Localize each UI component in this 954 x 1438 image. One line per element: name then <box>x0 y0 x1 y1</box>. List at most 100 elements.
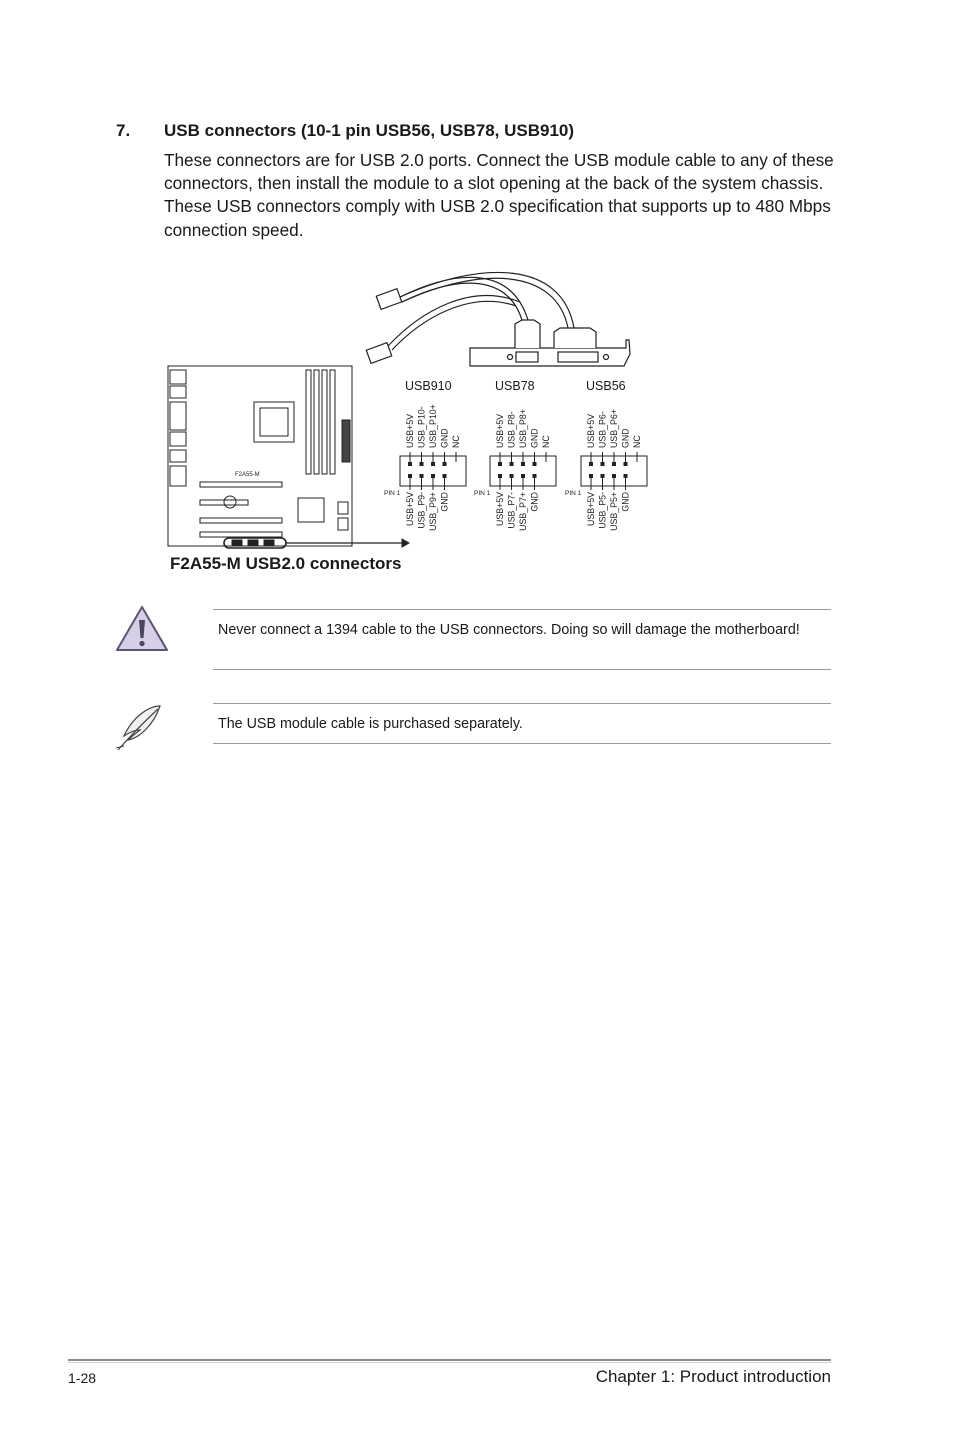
pin-label-bottom: GND <box>530 492 540 512</box>
pin-label-bottom: USB_P5- <box>598 492 608 529</box>
pin-top <box>509 462 514 466</box>
header-name: USB910 <box>405 379 452 393</box>
pin-label-bottom: USB+5V <box>495 492 505 526</box>
pin-bottom <box>521 474 525 478</box>
dimm-slot-4 <box>329 369 336 475</box>
warning-text: Never connect a 1394 cable to the USB co… <box>218 622 800 638</box>
pcie-slot-1 <box>199 481 283 488</box>
bracket-usb-plug-1 <box>514 319 541 348</box>
io-port-5 <box>169 449 187 463</box>
note-top-rule <box>213 703 831 704</box>
pin-bottom <box>419 474 424 478</box>
io-port-2 <box>169 385 187 399</box>
pin-label-top: USB_P8+ <box>518 409 528 448</box>
pin-top <box>600 462 605 466</box>
pin-label-bottom: USB_P5+ <box>609 492 619 531</box>
section-title: USB connectors (10-1 pin USB56, USB78, U… <box>164 121 575 140</box>
pcie-slot-4 <box>199 531 283 538</box>
pin-label-bottom: USB_P7+ <box>518 492 528 531</box>
note-text: The USB module cable is purchased separa… <box>218 716 523 732</box>
dimm-slot-1 <box>305 369 312 475</box>
pin-top <box>419 462 424 466</box>
pin-label-top: GND <box>440 428 450 448</box>
motherboard-outline <box>167 365 353 547</box>
pin-top <box>612 462 616 466</box>
pin-label-bottom: USB_P9- <box>417 492 427 529</box>
pin-label-bottom: USB+5V <box>405 492 415 526</box>
usb-header-mini-3 <box>263 539 275 546</box>
bracket-port-right <box>557 351 599 363</box>
bracket-screw-right <box>602 353 610 361</box>
io-port-3 <box>169 401 187 431</box>
cable-b-inner <box>401 277 569 329</box>
pin1-label: PIN 1 <box>565 490 582 497</box>
cable-c <box>387 294 521 347</box>
pin-bottom <box>408 474 412 478</box>
pin-bottom <box>431 474 435 478</box>
warning-bottom-rule <box>213 669 831 670</box>
pin1-label: PIN 1 <box>384 490 401 497</box>
io-port-4 <box>169 431 187 447</box>
pin1-label: PIN 1 <box>474 490 491 497</box>
pin-bottom <box>498 474 502 478</box>
section-number: 7. <box>116 121 131 140</box>
pin-label-top: GND <box>621 428 631 448</box>
usb-header-mini-2 <box>247 539 259 546</box>
motherboard <box>167 365 411 549</box>
pin-label-top: NC <box>632 435 642 448</box>
sata-2 <box>337 517 349 531</box>
note-bottom-rule <box>213 743 831 744</box>
pin-bottom <box>612 474 616 478</box>
chapter-title: Chapter 1: Product introduction <box>595 1367 831 1386</box>
cable-c-inner <box>391 300 517 351</box>
pin-top <box>498 462 502 466</box>
pin-label-top: USB_P6+ <box>609 409 619 448</box>
pin-label-top: USB_P10+ <box>428 404 438 448</box>
page-number: 1-28 <box>68 1370 97 1386</box>
battery <box>223 495 237 509</box>
dimm-slot-3 <box>321 369 328 475</box>
pin-bottom <box>442 474 447 478</box>
cable-header-plug-2 <box>365 341 393 365</box>
io-port-6 <box>169 465 187 487</box>
pin-label-top: GND <box>530 428 540 448</box>
bracket-usb-plug-2 <box>553 327 597 348</box>
pin-top <box>532 462 537 466</box>
pin-label-top: USB+5V <box>405 414 415 448</box>
io-port-1 <box>169 369 187 385</box>
pin-top <box>442 462 447 466</box>
warning-icon <box>114 604 170 659</box>
bracket-port-left <box>515 351 539 363</box>
atx-power-connector <box>341 419 351 463</box>
pin-label-top: USB_P10- <box>417 406 427 448</box>
pin-label-top: USB+5V <box>586 414 596 448</box>
sata-1 <box>337 501 349 515</box>
pin-label-top: NC <box>451 435 461 448</box>
section-body: These connectors are for USB 2.0 ports. … <box>164 149 834 242</box>
dimm-slot-2 <box>313 369 320 475</box>
pin-label-bottom: USB_P9+ <box>428 492 438 531</box>
pin-top <box>431 462 435 466</box>
cpu-socket <box>253 401 295 443</box>
cable-b <box>397 271 575 329</box>
pin-label-bottom: GND <box>440 492 450 512</box>
pin-label-bottom: USB+5V <box>586 492 596 526</box>
pin-label-top: USB_P8- <box>507 411 517 448</box>
chipset <box>297 497 325 523</box>
pin-bottom <box>600 474 605 478</box>
bracket-screw-left <box>506 353 514 361</box>
pin-bottom <box>532 474 537 478</box>
pin-top <box>623 462 628 466</box>
header-name: USB56 <box>586 379 626 393</box>
usb-cable-assembly <box>365 271 631 367</box>
pcie-slot-3 <box>199 517 283 524</box>
feather-pen-icon <box>110 700 166 761</box>
pin-label-top: NC <box>541 435 551 448</box>
pin-bottom <box>589 474 593 478</box>
board-label: F2A55-M <box>235 472 260 478</box>
warning-top-rule <box>213 609 831 610</box>
pin-label-top: USB_P6- <box>598 411 608 448</box>
